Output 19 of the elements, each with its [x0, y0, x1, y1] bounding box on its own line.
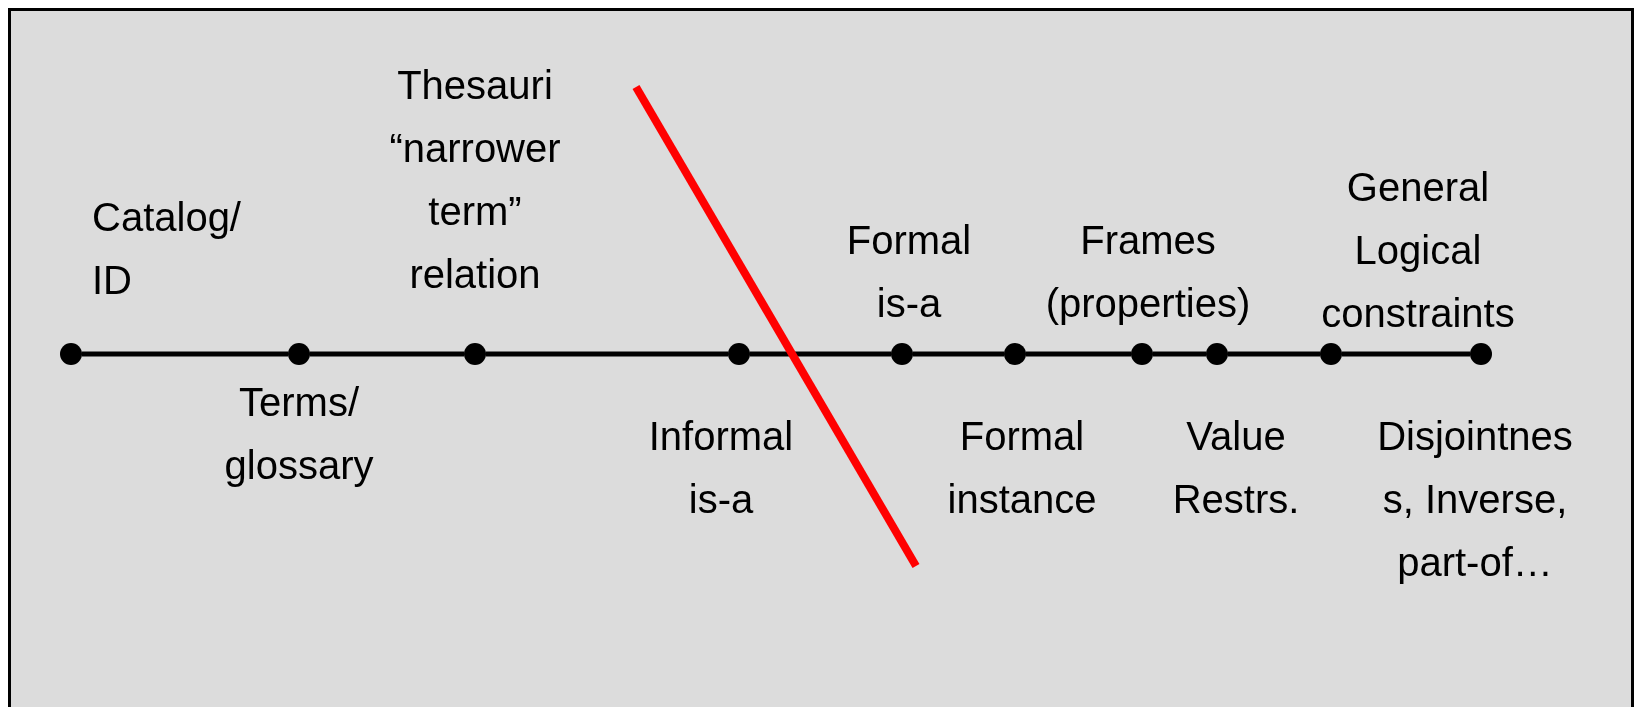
dot-label: Frames (properties) [1044, 217, 1252, 327]
connector-line [913, 351, 1004, 357]
dot-label: Formal instance [946, 413, 1098, 523]
connector-line [82, 351, 288, 357]
connector-line [1342, 351, 1470, 357]
connector-line [486, 351, 728, 357]
connector-line [310, 351, 464, 357]
connector-line [1228, 351, 1320, 357]
connector-line [1153, 351, 1206, 357]
dot-label: Formal is-a [845, 217, 973, 327]
connector-line [750, 351, 891, 357]
dot-label: Value Restrs. [1171, 413, 1301, 523]
connector-line [1026, 351, 1131, 357]
dot-label: Catalog/ ID [92, 194, 242, 304]
dot-label: Informal is-a [647, 413, 795, 523]
dot-label: General Logical constraints [1320, 164, 1516, 337]
dot-label: Thesauri “narrower term” relation [388, 62, 562, 298]
dot-label: Disjointnes s, Inverse, part-of… [1376, 413, 1574, 586]
dot-label: Terms/ glossary [223, 379, 375, 489]
